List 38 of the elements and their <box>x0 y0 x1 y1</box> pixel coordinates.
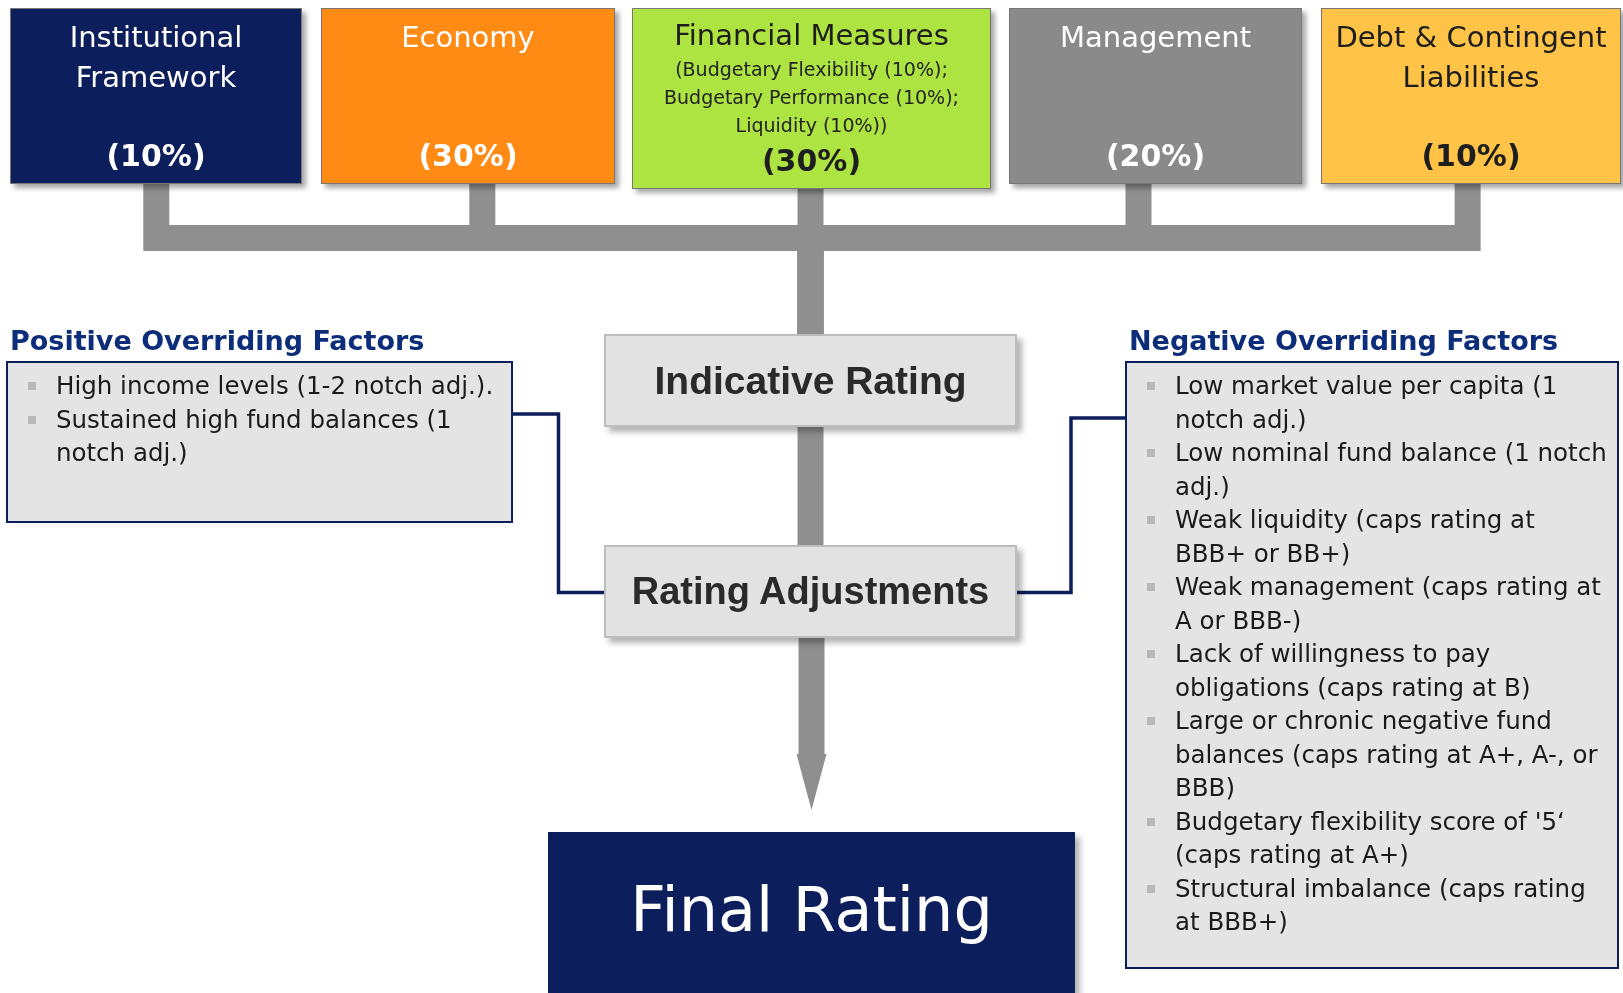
connector-bar <box>797 427 824 545</box>
section-heading: Negative Overriding Factors <box>1129 325 1559 356</box>
category-title: Institutional Framework <box>68 19 244 96</box>
category-title: Financial Measures <box>674 17 949 54</box>
bullet-item: Budgetary flexibility score of '5‘ (caps rating at A+) <box>1137 804 1609 872</box>
box-label: Final Rating <box>630 873 993 946</box>
result-box <box>548 832 1075 993</box>
category-box <box>321 8 615 184</box>
process-box <box>604 545 1017 638</box>
section-heading: Positive Overriding Factors <box>10 325 425 356</box>
bullet-item: Weak management (caps rating at A or BBB-) <box>1137 570 1609 637</box>
bullet-item: Large or chronic negative fund balances (caps rating at A+, A-, or BBB) <box>1137 704 1609 805</box>
bullet-item: Low market value per capita (1 notch adj.) <box>1137 369 1609 436</box>
category-box <box>1009 8 1302 184</box>
weight-label: (10%) <box>105 138 207 173</box>
weight-label: (30%) <box>417 138 519 173</box>
category-title: Economy <box>401 19 535 56</box>
category-box <box>632 8 991 189</box>
bullet-item: Sustained high fund balances (1 notch adj.) <box>18 402 503 470</box>
category-box <box>1321 8 1621 184</box>
weight-label: (20%) <box>1104 138 1207 173</box>
weight-label: (30%) <box>760 143 863 178</box>
category-box <box>10 8 302 184</box>
box-label: Rating Adjustments <box>631 570 990 613</box>
bullet-item: Low nominal fund balance (1 notch adj.) <box>1137 436 1609 503</box>
connector-line <box>1017 416 1125 595</box>
category-title: Debt & Contingent Liabilities <box>1334 19 1608 96</box>
box-label: Indicative Rating <box>654 358 967 403</box>
bullet-item: High income levels (1-2 notch adj.). <box>18 369 503 403</box>
process-box <box>604 334 1017 427</box>
weight-label: (10%) <box>1420 138 1522 173</box>
bullet-item: Weak liquidity (caps rating at BBB+ or BB+) <box>1137 503 1609 570</box>
category-title: Management <box>1059 19 1251 56</box>
bullet-item: Lack of willingness to pay obligations (caps rating at B) <box>1137 637 1609 704</box>
category-detail: (Budgetary Flexibility (10%); Budgetary Performance (10%); Liquidity (10%)) <box>663 57 960 138</box>
connector-line <box>513 412 604 595</box>
bullet-item: Structural imbalance (caps rating at BBB+) <box>1137 871 1609 939</box>
connector-bar <box>796 638 827 810</box>
